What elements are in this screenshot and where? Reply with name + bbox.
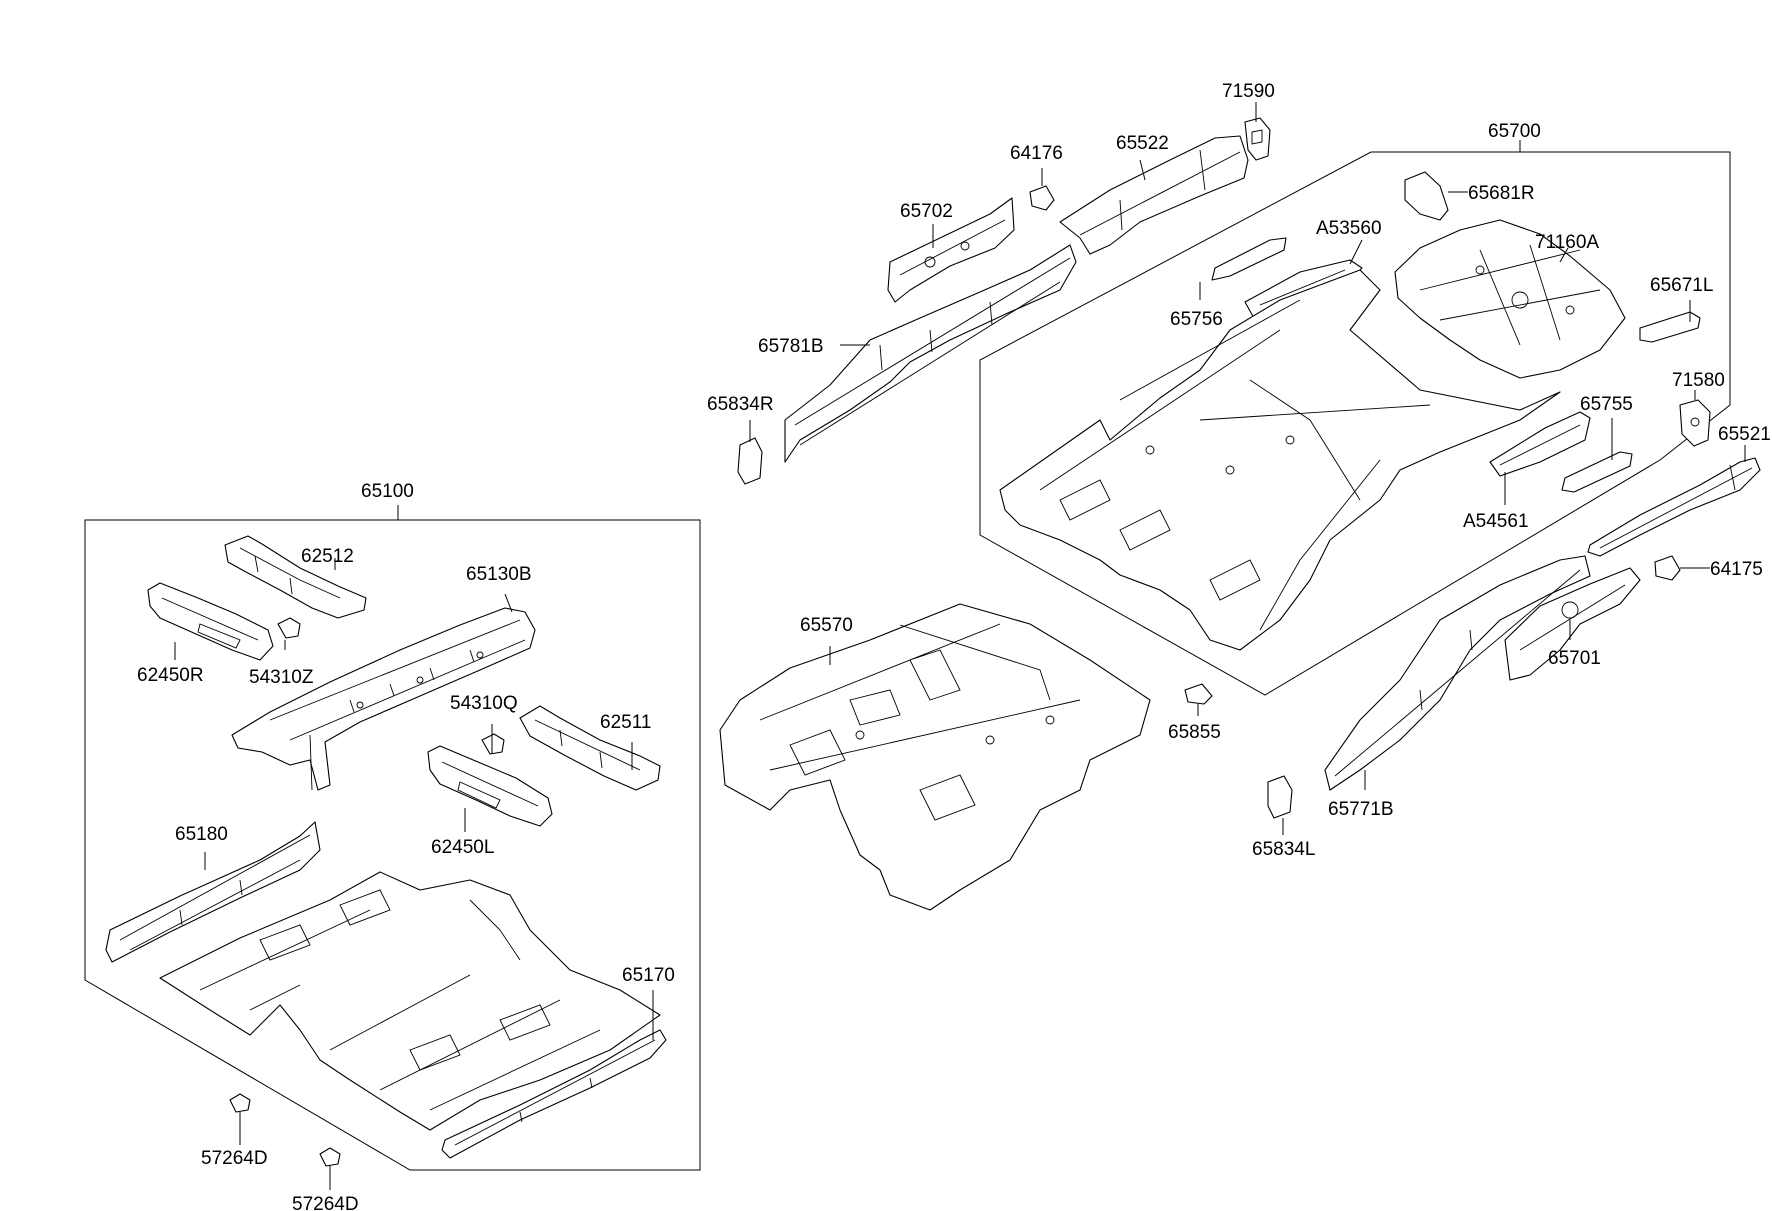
part-71160A xyxy=(1394,219,1626,379)
callout-54310Q: 54310Q xyxy=(450,693,518,714)
callout-65771B: 65771B xyxy=(1328,799,1394,820)
part-65756 xyxy=(1211,237,1287,281)
callout-65834R: 65834R xyxy=(707,394,774,415)
part-65781B xyxy=(784,244,1077,463)
callout-65701: 65701 xyxy=(1548,648,1601,669)
part-65671L xyxy=(1639,311,1701,343)
callout-65671L: 65671L xyxy=(1650,275,1713,296)
callout-65130B: 65130B xyxy=(466,564,532,585)
callout-71580: 71580 xyxy=(1672,370,1725,391)
part-65100-floor xyxy=(159,871,661,1131)
callout-65522: 65522 xyxy=(1116,133,1169,154)
part-65522 xyxy=(1059,135,1249,255)
callout-65700: 65700 xyxy=(1488,121,1541,142)
part-65702 xyxy=(887,197,1015,303)
part-64176 xyxy=(1029,185,1055,211)
group-65700-frame xyxy=(979,151,1731,696)
part-65681R xyxy=(1404,171,1449,221)
callout-54310Z: 54310Z xyxy=(249,667,314,688)
callout-65521: 65521 xyxy=(1718,424,1771,445)
callout-65834L: 65834L xyxy=(1252,839,1315,860)
part-71590 xyxy=(1244,117,1271,161)
callout-65681R: 65681R xyxy=(1468,183,1535,204)
part-65834L xyxy=(1267,775,1293,819)
part-57264D-b xyxy=(319,1147,341,1167)
callout-71160A: 71160A xyxy=(1535,232,1599,253)
part-65834R xyxy=(737,437,763,485)
callout-64176: 64176 xyxy=(1010,143,1063,164)
part-65180 xyxy=(105,821,321,963)
part-65771B xyxy=(1324,555,1591,791)
group-65100-frame xyxy=(84,519,701,1171)
part-54310Q xyxy=(481,733,505,755)
part-57264D-a xyxy=(229,1093,251,1113)
callout-64175: 64175 xyxy=(1710,559,1763,580)
part-65755 xyxy=(1561,451,1633,493)
callout-57264D-1: 57264D xyxy=(201,1148,268,1169)
callout-65855: 65855 xyxy=(1168,722,1221,743)
callout-65170: 65170 xyxy=(622,965,675,986)
callout-62450R: 62450R xyxy=(137,665,204,686)
part-71580 xyxy=(1679,399,1711,447)
part-65521 xyxy=(1587,457,1761,557)
part-54310Z xyxy=(277,617,301,639)
part-65130B xyxy=(231,607,536,791)
part-62450L xyxy=(427,745,553,827)
part-62450R xyxy=(147,582,274,661)
callout-65756: 65756 xyxy=(1170,309,1223,330)
callout-62511: 62511 xyxy=(600,712,651,733)
part-62512 xyxy=(224,535,367,619)
callout-65100: 65100 xyxy=(361,481,414,502)
part-65170 xyxy=(441,1029,667,1159)
part-A54561 xyxy=(1489,411,1591,477)
callout-62450L: 62450L xyxy=(431,837,494,858)
part-65570 xyxy=(719,603,1151,911)
part-64175 xyxy=(1654,555,1681,581)
callout-A53560: A53560 xyxy=(1316,218,1382,239)
part-65701 xyxy=(1504,567,1641,681)
part-62511 xyxy=(519,705,661,791)
part-65855 xyxy=(1184,683,1213,705)
callout-71590: 71590 xyxy=(1222,81,1275,102)
callout-65702: 65702 xyxy=(900,201,953,222)
callout-62512: 62512 xyxy=(301,546,354,567)
callout-65755: 65755 xyxy=(1580,394,1633,415)
callout-57264D-2: 57264D xyxy=(292,1194,359,1211)
callout-65570: 65570 xyxy=(800,615,853,636)
callout-65781B: 65781B xyxy=(758,336,824,357)
callout-65180: 65180 xyxy=(175,824,228,845)
part-65700-rear-floor xyxy=(999,269,1561,651)
callout-A54561: A54561 xyxy=(1463,511,1529,532)
